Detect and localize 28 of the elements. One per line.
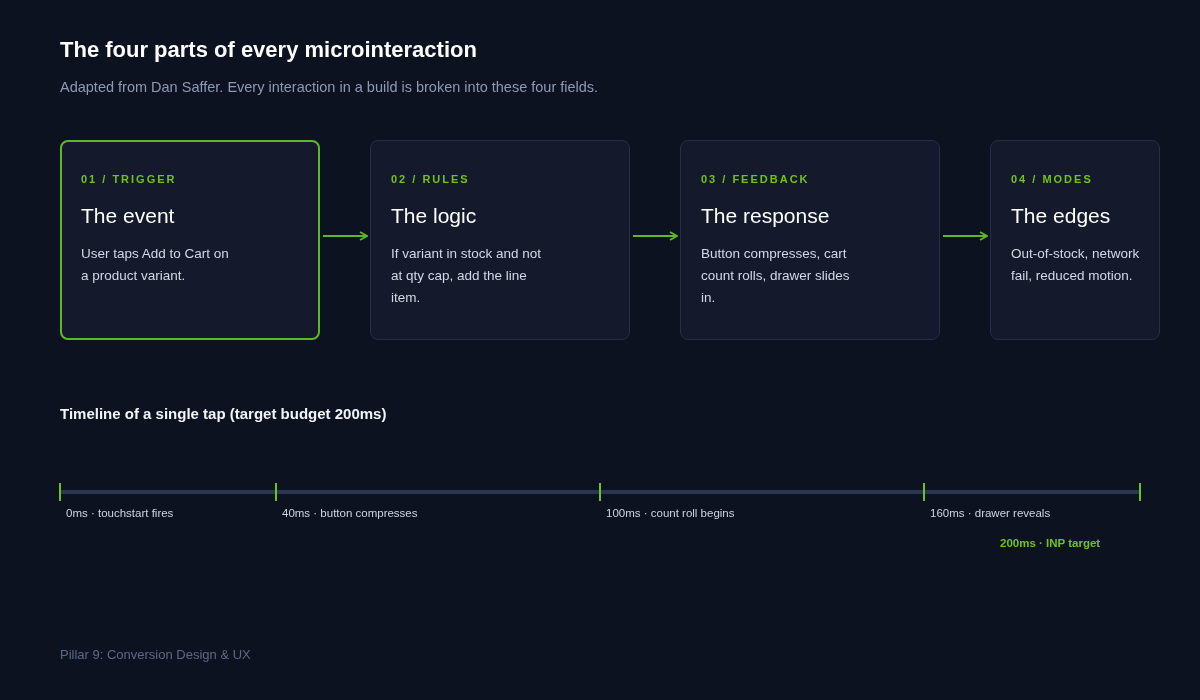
step-heading: The response <box>701 203 830 229</box>
step-description: If variant in stock and not at qty cap, add the line item. <box>391 245 543 307</box>
step-label: 02 / RULES <box>391 172 470 186</box>
step-heading: The edges <box>1011 203 1111 229</box>
timeline-label: 200ms · INP target <box>1000 536 1101 551</box>
arrow <box>322 231 368 241</box>
timeline-label: 160ms · drawer reveals <box>930 506 1051 521</box>
subtitle: Adapted from Dan Saffer. Every interaction in a build is broken into these four fields. <box>60 78 599 97</box>
step-heading: The logic <box>391 203 477 229</box>
step-label: 01 / TRIGGER <box>81 172 177 186</box>
step-card <box>370 140 630 340</box>
arrow <box>942 231 988 241</box>
timeline-label: 40ms · button compresses <box>282 506 418 521</box>
arrow <box>632 231 678 241</box>
step-description: Button compresses, cart count rolls, drawer slides in. <box>701 245 851 307</box>
footer-text: Pillar 9: Conversion Design & UX <box>60 647 251 664</box>
timeline-label: 0ms · touchstart fires <box>66 506 174 521</box>
section-heading: Timeline of a single tap (target budget 200ms) <box>60 404 387 424</box>
step-card <box>60 140 320 340</box>
step-card <box>990 140 1160 340</box>
step-card <box>680 140 940 340</box>
step-description: Out-of-stock, network fail, reduced motion. <box>1011 245 1141 285</box>
step-label: 04 / MODES <box>1011 172 1093 186</box>
diagram-title: The four parts of every microinteraction <box>60 36 477 64</box>
timeline-label: 100ms · count roll begins <box>606 506 735 521</box>
step-description: User taps Add to Cart on a product variant. <box>81 245 230 285</box>
step-heading: The event <box>81 203 175 229</box>
step-label: 03 / FEEDBACK <box>701 172 810 186</box>
